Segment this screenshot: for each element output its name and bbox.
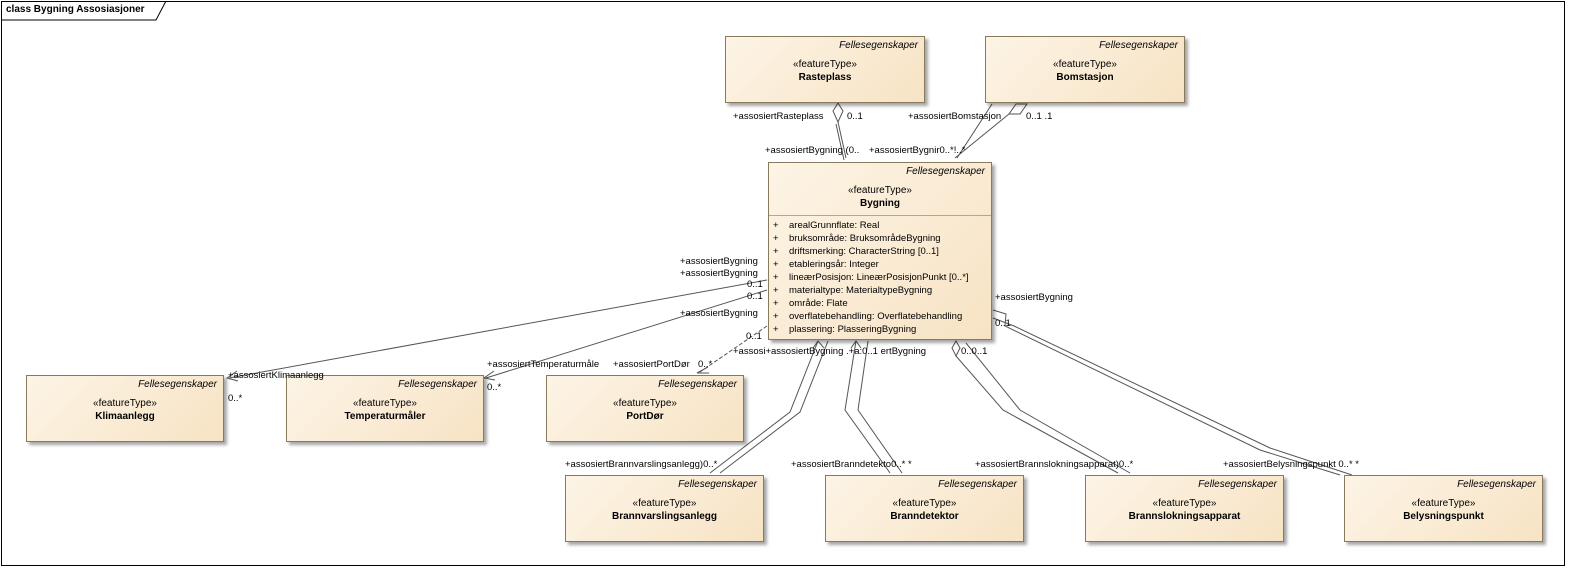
multiplicity-label: 0..* xyxy=(698,359,713,370)
attribute: +plassering: PlasseringBygning xyxy=(773,324,917,335)
class-belysningspunkt[interactable]: Fellesegenskaper «featureType» Belysning… xyxy=(1344,475,1543,542)
role-label: +assosiertBygning xyxy=(680,256,758,267)
stereotype: «featureType» xyxy=(1411,498,1476,509)
tagged-value: Fellesegenskaper xyxy=(1099,40,1178,51)
tagged-value: Fellesegenskaper xyxy=(839,40,918,51)
stereotype: «featureType» xyxy=(793,59,857,70)
class-bygning[interactable]: Fellesegenskaper «featureType» Bygning +… xyxy=(768,162,992,340)
tagged-value: Fellesegenskaper xyxy=(138,379,217,390)
class-rasteplass[interactable]: Fellesegenskaper «featureType» Rasteplas… xyxy=(725,36,925,103)
multiplicity-label: 0..0..1 xyxy=(961,346,988,357)
role-label: +assosiertBygning xyxy=(995,292,1073,303)
role-label: +assosiertBrannvarslingsanlegg)0..* xyxy=(565,459,718,470)
tagged-value: Fellesegenskaper xyxy=(906,166,985,177)
attribute: +arealGrunnflate: Real xyxy=(773,220,880,231)
class-name: Brannslokningsapparat xyxy=(1128,511,1241,522)
assoc-belysningspunkt xyxy=(992,309,1353,476)
tagged-value: Fellesegenskaper xyxy=(1457,479,1536,490)
multiplicity-label: 0..1 .1 xyxy=(1026,111,1053,122)
class-bomstasjon[interactable]: Fellesegenskaper «featureType» Bomstasjo… xyxy=(985,36,1185,103)
multiplicity-label: 0..1 xyxy=(747,279,763,290)
attribute-list: +arealGrunnflate: Real +bruksområde: Bru… xyxy=(773,219,989,336)
assoc-bomstasjon xyxy=(954,103,1028,159)
tagged-value: Fellesegenskaper xyxy=(1198,479,1277,490)
role-label: +assosiertBelysningspunkt 0..* * xyxy=(1223,459,1359,470)
class-name: Branndetektor xyxy=(890,511,959,522)
role-label: +assosiertBranndetekto0..* * xyxy=(791,459,912,470)
attribute: +etableringsår: Integer xyxy=(773,259,879,270)
class-name: Belysningspunkt xyxy=(1403,511,1484,522)
attribute: +driftsmerking: CharacterString [0..1] xyxy=(773,246,939,257)
role-label: +assosi+assosiertBygning .+a:0..1 ertByg… xyxy=(733,346,927,357)
class-portdor[interactable]: Fellesegenskaper «featureType» PortDør xyxy=(546,375,744,442)
stereotype: «featureType» xyxy=(93,398,157,409)
role-label: +assosiertTemperaturmåle xyxy=(487,359,600,370)
class-name: Brannvarslingsanlegg xyxy=(611,511,718,522)
class-brannvarslingsanlegg[interactable]: Fellesegenskaper «featureType» Brannvars… xyxy=(565,475,764,542)
diagram-frame-tab xyxy=(1,1,167,21)
class-branndetektor[interactable]: Fellesegenskaper «featureType» Branndete… xyxy=(825,475,1024,542)
tagged-value: Fellesegenskaper xyxy=(678,479,757,490)
stereotype: «featureType» xyxy=(848,185,912,196)
assoc-portdor xyxy=(696,325,768,374)
assoc-rasteplass xyxy=(832,102,847,161)
role-label: +assosiertBomstasjon xyxy=(908,111,1002,122)
class-name: Bomstasjon xyxy=(1056,72,1114,83)
role-label: +assosiertPortDør xyxy=(613,359,690,370)
stereotype: «featureType» xyxy=(613,398,677,409)
attribute-separator xyxy=(769,215,991,216)
multiplicity-label: 0..* xyxy=(487,382,502,393)
role-label: +assosiertKlimaanlegg xyxy=(228,370,324,381)
tagged-value: Fellesegenskaper xyxy=(658,379,737,390)
assoc-temperaturmaler xyxy=(482,289,768,381)
attribute: +overflatebehandling: Overflatebehandlin… xyxy=(773,311,963,322)
role-label: +assosiertBrannslokningsapparat)0..* xyxy=(975,459,1134,470)
tagged-value: Fellesegenskaper xyxy=(398,379,477,390)
multiplicity-label: 0..1 xyxy=(847,111,863,122)
stereotype: «featureType» xyxy=(632,498,697,509)
assoc-klimaanlegg xyxy=(225,279,768,382)
multiplicity-label: 0..1 xyxy=(995,318,1011,329)
assoc-brannvarslingsanlegg xyxy=(709,340,829,474)
role-label: +assosiertBygning xyxy=(680,268,758,279)
multiplicity-label: 0..1 xyxy=(746,331,762,342)
class-name: Klimaanlegg xyxy=(95,411,155,422)
class-name: Rasteplass xyxy=(798,72,852,83)
multiplicity-label: 0..* xyxy=(228,393,243,404)
role-label: +assosiertBygning (0.. xyxy=(765,145,860,156)
assoc-branndetektor xyxy=(844,340,903,474)
role-label: +assosiertBygning xyxy=(680,308,758,319)
role-label: +assosiertRasteplass xyxy=(733,111,824,122)
class-name: Bygning xyxy=(860,198,900,209)
class-name: PortDør xyxy=(626,411,664,422)
stereotype: «featureType» xyxy=(1053,59,1117,70)
attribute: +lineærPosisjon: LineærPosisjonPunkt [0.… xyxy=(773,272,969,283)
diagram-title: class Bygning Assosiasjoner xyxy=(6,4,145,15)
class-temperaturmaler[interactable]: Fellesegenskaper «featureType» Temperatu… xyxy=(286,375,484,442)
role-label: +assosiertBygnir0..*!..* xyxy=(869,145,966,156)
class-brannslokningsapparat[interactable]: Fellesegenskaper «featureType» Brannslok… xyxy=(1085,475,1284,542)
stereotype: «featureType» xyxy=(892,498,957,509)
stereotype: «featureType» xyxy=(1152,498,1217,509)
attribute: +område: Flate xyxy=(773,298,848,309)
tagged-value: Fellesegenskaper xyxy=(938,479,1017,490)
class-name: Temperaturmåler xyxy=(344,411,426,422)
stereotype: «featureType» xyxy=(353,398,417,409)
assoc-brannslokningsapparat xyxy=(951,339,1131,474)
multiplicity-label: 0..1 xyxy=(747,291,763,302)
attribute: +materialtype: MaterialtypeBygning xyxy=(773,285,933,296)
class-klimaanlegg[interactable]: Fellesegenskaper «featureType» Klimaanle… xyxy=(26,375,224,442)
attribute: +bruksområde: BruksområdeBygning xyxy=(773,233,941,244)
